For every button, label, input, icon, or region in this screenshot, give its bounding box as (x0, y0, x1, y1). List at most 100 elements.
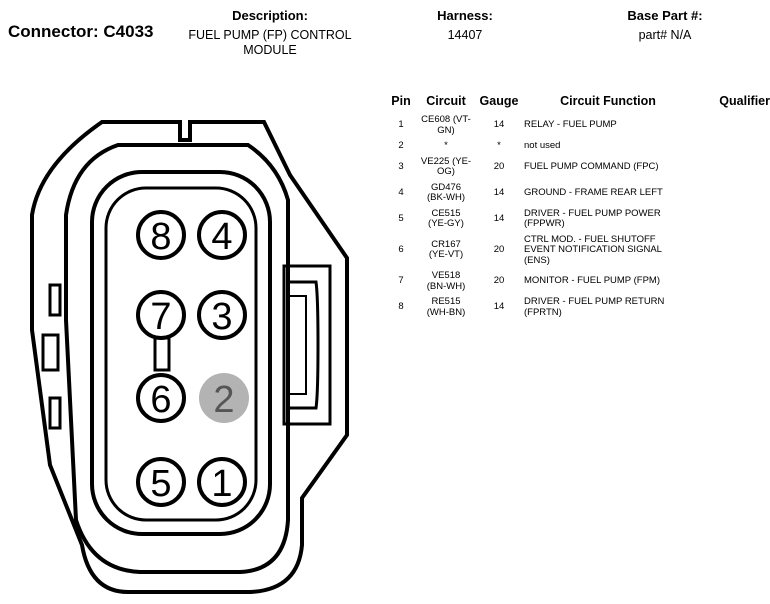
pin-circle (136, 373, 186, 423)
locking-latch (288, 280, 320, 410)
pin-4: 4 (197, 210, 247, 260)
cell-gauge: 20 (493, 160, 505, 172)
cell-circuit-line: OG) (437, 166, 455, 177)
pin-number-label: 4 (211, 216, 232, 258)
pin-2: 2 (199, 373, 249, 423)
cell-circuit-line: CE608 (VT- (421, 114, 471, 125)
pin-circle (197, 457, 247, 507)
pin-circle (136, 290, 186, 340)
cell-function: GROUND - FRAME REAR LEFT (522, 182, 694, 208)
pin-number-label: 8 (150, 216, 171, 258)
cell-function-line: (FPPWR) (524, 218, 565, 229)
cell-gauge: 20 (493, 244, 505, 255)
cell-circuit: RE515(WH-BN) (416, 296, 476, 322)
pin-table: Pin Circuit Gauge Circuit Function Quali… (386, 90, 770, 322)
pin-circle (136, 457, 186, 507)
cell-circuit-line: CE515 (431, 207, 461, 219)
cell-gauge: 20 (493, 275, 505, 287)
pin-circle (136, 210, 186, 260)
pin-1: 1 (197, 457, 247, 507)
cell-circuit-line: GN) (437, 124, 455, 136)
cell-function-line: FUEL PUMP COMMAND (FPC) (524, 160, 659, 172)
pin-table-row: 2 * * not used (386, 140, 770, 156)
col-header-gauge: Gauge (479, 94, 519, 108)
cell-function: DRIVER - FUEL PUMP RETURN(FPRTN) (522, 296, 694, 322)
description-header: Description: (232, 8, 308, 23)
harness-header: Harness: (437, 8, 493, 23)
cell-pin: 7 (398, 275, 404, 287)
cell-circuit-line: (YE-VT) (428, 249, 464, 261)
col-header-qualifier: Qualifier (719, 94, 770, 108)
pin-number-label: 2 (213, 379, 234, 421)
pin-number-label: 6 (150, 379, 171, 421)
cell-gauge: 14 (493, 186, 505, 198)
base-part-value: part# N/A (638, 28, 692, 42)
cell-function-line: RELAY - FUEL PUMP (524, 119, 617, 131)
cell-circuit-line: GD476 (430, 181, 462, 193)
cell-circuit-line: (YE-GY) (428, 218, 464, 229)
cell-function-line: DRIVER - FUEL PUMP POWER (524, 207, 661, 219)
cell-qualifier (694, 114, 770, 140)
cell-circuit: VE518(BN-WH) (416, 270, 476, 296)
cell-circuit-line: (BK-WH) (427, 192, 465, 203)
cell-pin: 8 (398, 301, 404, 313)
pin-table-header-row: Pin Circuit Gauge Circuit Function Quali… (386, 90, 770, 114)
cell-gauge: * (497, 140, 501, 151)
pin-circle (197, 210, 247, 260)
pin-number-label: 7 (150, 296, 171, 338)
cell-circuit-line: * (444, 140, 448, 151)
side-key-bottom (48, 396, 62, 430)
cell-gauge: 14 (493, 119, 505, 131)
cell-circuit: CE515(YE-GY) (416, 208, 476, 234)
pin-number-label: 1 (211, 463, 232, 505)
cell-circuit: GD476(BK-WH) (416, 182, 476, 208)
pin-circle (197, 290, 247, 340)
pin-cavity-inner (104, 186, 258, 522)
cell-function-line: not used (524, 140, 561, 151)
cell-gauge: 14 (493, 212, 505, 224)
locking-tab (282, 264, 332, 426)
cell-function-line: DRIVER - FUEL PUMP RETURN (524, 296, 665, 307)
cell-function: DRIVER - FUEL PUMP POWER(FPPWR) (522, 208, 694, 234)
pin-table-row: 4 GD476(BK-WH) 14 GROUND - FRAME REAR LEFT (386, 182, 770, 208)
pin-6: 6 (136, 373, 186, 423)
cell-pin: 6 (398, 244, 404, 255)
cell-function: FUEL PUMP COMMAND (FPC) (522, 156, 694, 182)
cell-circuit-line: VE225 (YE- (420, 155, 472, 167)
pin-8: 8 (136, 210, 186, 260)
connector-outer-shell (30, 120, 349, 594)
connector-label: Connector: C4033 (8, 22, 154, 41)
cell-pin: 4 (398, 186, 404, 198)
cell-function-line: CTRL MOD. - FUEL SHUTOFF (524, 233, 656, 245)
cell-circuit-line: RE515 (431, 296, 461, 307)
cell-qualifier (694, 140, 770, 156)
cell-function: RELAY - FUEL PUMP (522, 114, 694, 140)
base-part-header: Base Part #: (627, 8, 703, 23)
cell-function-line: MONITOR - FUEL PUMP (FPM) (524, 275, 660, 287)
cell-gauge: 14 (493, 301, 505, 313)
side-key-middle (41, 333, 60, 372)
description-value: FUEL PUMP (FP) CONTROL MODULE (170, 28, 370, 58)
cell-circuit: CE608 (VT-GN) (416, 114, 476, 140)
cell-function-line: (ENS) (524, 254, 550, 266)
description-line: FUEL PUMP (FP) CONTROL (188, 28, 352, 42)
col-header-pin: Pin (391, 94, 411, 108)
pin-circle (199, 373, 249, 423)
pin-5: 5 (136, 457, 186, 507)
cell-circuit-line: VE518 (431, 270, 461, 281)
pin-bridge (153, 336, 171, 372)
cell-qualifier (694, 270, 770, 296)
pin-7: 7 (136, 290, 186, 340)
cell-circuit-line: (BN-WH) (426, 280, 466, 292)
cell-pin: 2 (398, 140, 404, 151)
side-key-top (48, 283, 62, 317)
cell-function: MONITOR - FUEL PUMP (FPM) (522, 270, 694, 296)
locking-latch-inner (290, 295, 307, 395)
cell-circuit-line: CR167 (431, 238, 461, 250)
